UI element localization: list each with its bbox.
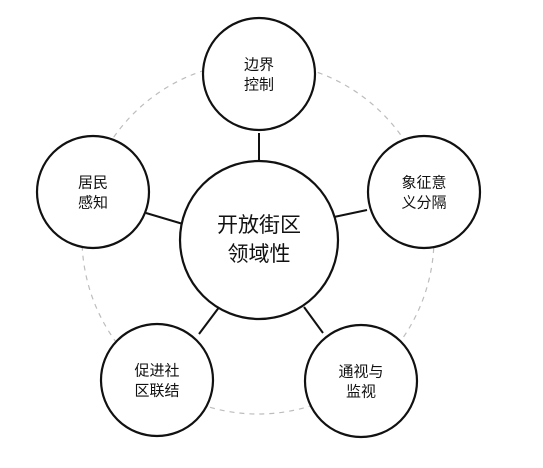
outer-node-bottom-left-label-line-1: 促进社 bbox=[134, 362, 179, 380]
outer-node-left-label-line-2: 感知 bbox=[78, 194, 108, 212]
outer-node-circle-left bbox=[35, 134, 151, 250]
connector-bottom-left bbox=[198, 305, 221, 335]
outer-node-bottom-left-label-line-2: 区联结 bbox=[134, 382, 179, 400]
center-node-label-line-2: 领域性 bbox=[228, 242, 291, 266]
outer-node-circle-bottom-right bbox=[303, 323, 419, 439]
outer-node-right-label-line-2: 义分隔 bbox=[401, 194, 446, 212]
outer-node-right: 象征意 义分隔 bbox=[366, 134, 482, 250]
outer-node-bottom-left: 促进社 区联结 bbox=[99, 322, 215, 438]
outer-node-bottom-right-label-line-1: 通视与 bbox=[338, 363, 383, 381]
outer-node-left-label-line-1: 居民 bbox=[78, 174, 108, 192]
connector-left bbox=[145, 212, 184, 225]
outer-node-circle-right bbox=[366, 134, 482, 250]
outer-node-top-label-line-2: 控制 bbox=[244, 76, 274, 94]
outer-node-bottom-right: 通视与 监视 bbox=[303, 323, 419, 439]
center-node-label-line-1: 开放街区 bbox=[217, 213, 301, 237]
connector-bottom-right bbox=[303, 306, 324, 334]
center-node: 开放街区 领域性 bbox=[178, 159, 340, 321]
outer-node-top: 边界 控制 bbox=[201, 16, 317, 132]
connectors bbox=[145, 133, 368, 335]
outer-node-circle-top bbox=[201, 16, 317, 132]
outer-node-circle-bottom-left bbox=[99, 322, 215, 438]
connector-right bbox=[333, 209, 368, 218]
outer-node-top-label-line-1: 边界 bbox=[244, 56, 274, 74]
outer-node-bottom-right-label-line-2: 监视 bbox=[346, 383, 376, 401]
outer-node-right-label-line-1: 象征意 bbox=[401, 174, 446, 192]
center-node-circle bbox=[178, 159, 340, 321]
outer-node-left: 居民 感知 bbox=[35, 134, 151, 250]
